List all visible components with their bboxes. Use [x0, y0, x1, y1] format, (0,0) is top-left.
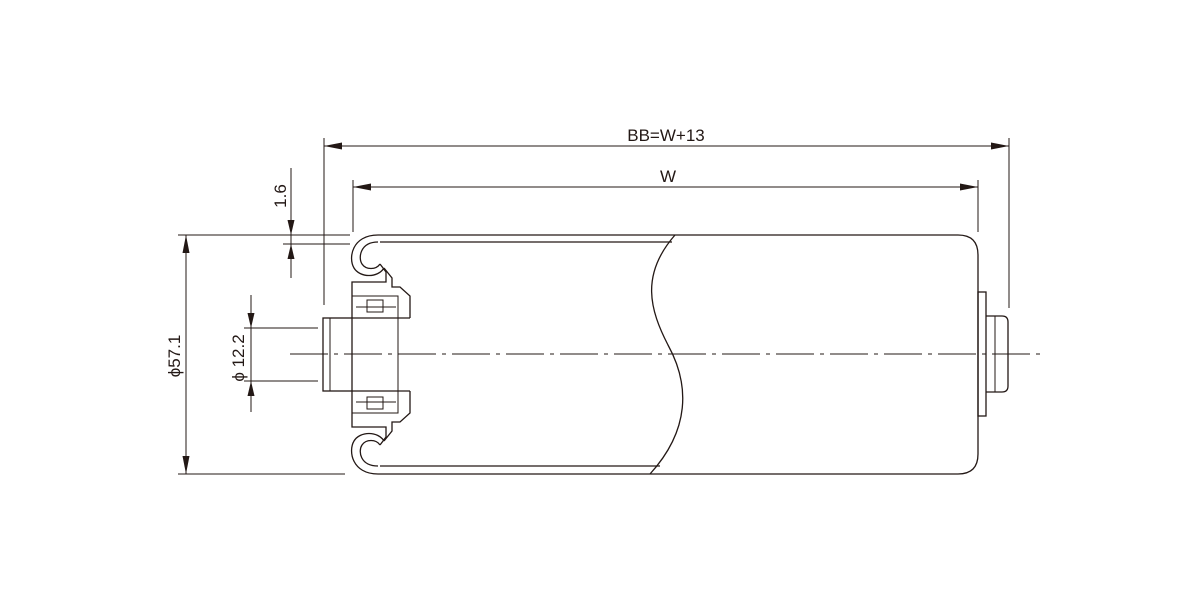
- dim-roller-diameter: ϕ57.1: [165, 234, 345, 475]
- shaft-diameter-label: ϕ 12.2: [229, 334, 248, 381]
- cap-flange-top: [351, 263, 411, 318]
- dim-face-width: W: [352, 167, 979, 232]
- bottom-curled-rim: [350, 432, 385, 475]
- roller-diameter-label: ϕ57.1: [165, 335, 184, 378]
- cap-flange-bottom: [351, 391, 411, 446]
- face-width-label: W: [660, 167, 676, 186]
- section-break-line: [649, 234, 684, 475]
- overall-length-label: BB=W+13: [627, 126, 705, 145]
- top-curled-rim: [350, 234, 385, 277]
- wall-thickness-label: 1.6: [271, 184, 290, 208]
- bearing-ball-top: [366, 299, 384, 313]
- bearing-ball-bottom: [366, 396, 384, 410]
- dim-shaft-diameter: ϕ 12.2: [229, 295, 318, 412]
- dim-wall-thickness: 1.6: [271, 168, 350, 278]
- dim-overall-length: BB=W+13: [323, 126, 1010, 308]
